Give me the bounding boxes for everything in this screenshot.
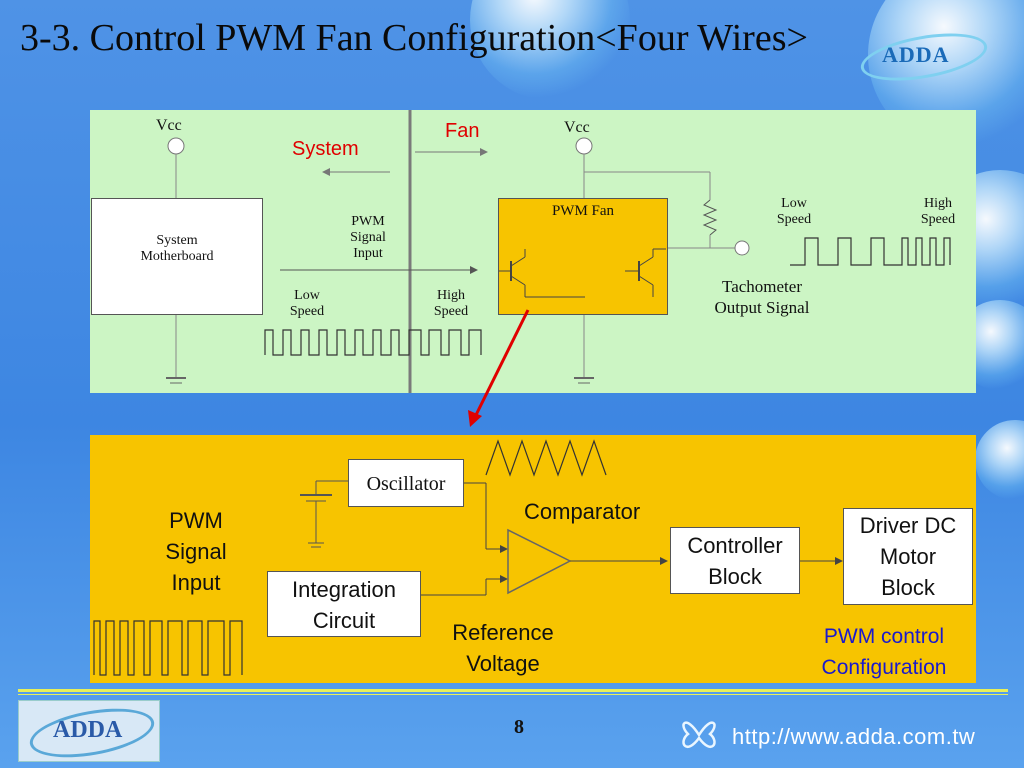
block-lines — [93, 439, 843, 676]
vcc-left-label: Vcc — [156, 117, 182, 134]
driver-dc-motor-block-label: Driver DC Motor Block — [859, 513, 957, 600]
logo-text: ADDA — [882, 42, 950, 67]
pwm-control-block-diagram: Oscillator Comparator PWM Signal Input I… — [90, 435, 976, 683]
butterfly-icon — [676, 712, 722, 758]
footer-divider-thin — [18, 694, 1008, 695]
fan-wiring-diagram: Vcc Vcc System Fan System Motherboard PW… — [90, 110, 976, 393]
tachometer-label: Tachometer Output Signal — [714, 277, 810, 317]
comparator-label: Comparator — [524, 499, 641, 524]
pwm-signal-input-label: PWM Signal Input — [350, 214, 386, 261]
integration-circuit-label: Integration Circuit — [292, 577, 396, 633]
motherboard-label: System Motherboard — [140, 233, 214, 264]
page-number: 8 — [514, 716, 524, 738]
system-label: System — [292, 138, 359, 160]
controller-block-box: Controller Block — [670, 527, 800, 594]
high-speed-left-label: High Speed — [433, 288, 469, 319]
slide-title: 3-3. Control PWM Fan Configuration<Four … — [20, 17, 808, 59]
footer-logo-text: ADDA — [53, 717, 123, 743]
adda-logo-top: ADDA — [857, 25, 991, 89]
fan-label: Fan — [445, 120, 480, 142]
low-speed-right-label: Low Speed — [776, 196, 812, 227]
integration-circuit-box: Integration Circuit — [267, 571, 421, 637]
decor-bubble — [975, 420, 1024, 500]
low-speed-left-label: Low Speed — [289, 288, 325, 319]
system-motherboard-box: System Motherboard — [91, 198, 263, 315]
pwm-signal-input-block-label: PWM Signal Input — [165, 508, 227, 595]
adda-logo-footer: ADDA — [18, 700, 160, 766]
high-speed-right-label: High Speed — [920, 196, 956, 227]
fan-transistors — [499, 248, 666, 298]
oscillator-label: Oscillator — [366, 473, 446, 495]
controller-block-label: Controller Block — [687, 533, 783, 589]
website-url[interactable]: http://www.adda.com.tw — [732, 724, 976, 749]
footer-divider — [18, 689, 1008, 692]
driver-dc-motor-block-box: Driver DC Motor Block — [843, 508, 973, 605]
pwm-fan-box: PWM Fan — [498, 198, 668, 315]
pwm-control-configuration-label: PWM control Configuration — [821, 625, 947, 679]
pwm-fan-label: PWM Fan — [551, 203, 615, 219]
vcc-right-label: Vcc — [564, 119, 590, 136]
oscillator-box: Oscillator — [348, 459, 464, 507]
reference-voltage-label: Reference Voltage — [452, 620, 554, 676]
